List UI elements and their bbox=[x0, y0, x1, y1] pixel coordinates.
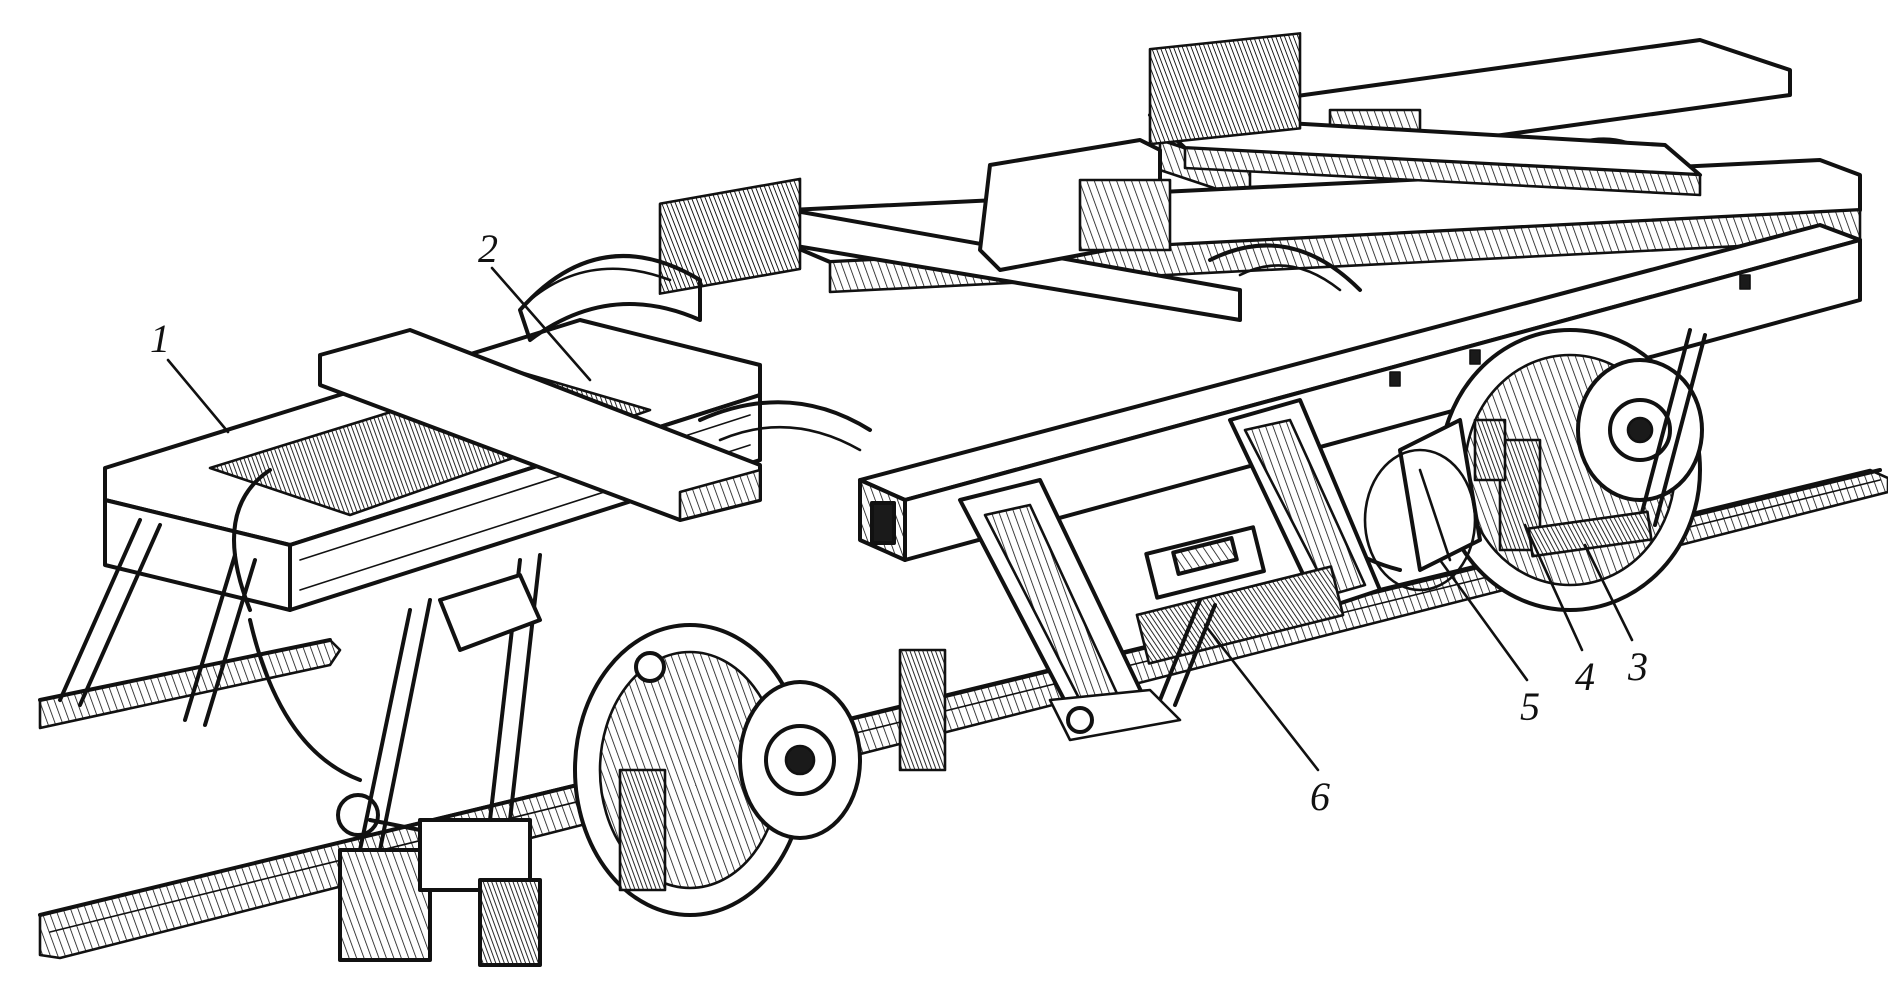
leader-line-1 bbox=[166, 358, 230, 434]
leader-line-5 bbox=[1438, 558, 1529, 682]
callout-label-4: 4 bbox=[1575, 654, 1595, 699]
rear-running-gear bbox=[1278, 328, 1707, 612]
main-frame bbox=[788, 113, 1862, 562]
leader-line-6 bbox=[1203, 623, 1320, 772]
leader-line-2 bbox=[490, 266, 592, 382]
callout-label-5: 5 bbox=[1520, 684, 1540, 729]
callouts: 1 2 3 4 5 6 bbox=[150, 226, 1648, 819]
front-bogie bbox=[58, 177, 947, 967]
middle-bogie bbox=[978, 32, 1362, 292]
front-coupler bbox=[336, 553, 542, 967]
callout-label-2: 2 bbox=[478, 226, 498, 271]
callout-label-6: 6 bbox=[1310, 774, 1330, 819]
callout-label-1: 1 bbox=[150, 316, 170, 361]
centre-suspension bbox=[958, 398, 1382, 742]
leader-line-4 bbox=[1523, 523, 1584, 652]
leader-line-3 bbox=[1583, 543, 1634, 642]
leader-lines bbox=[166, 266, 1634, 772]
callout-label-3: 3 bbox=[1627, 644, 1648, 689]
